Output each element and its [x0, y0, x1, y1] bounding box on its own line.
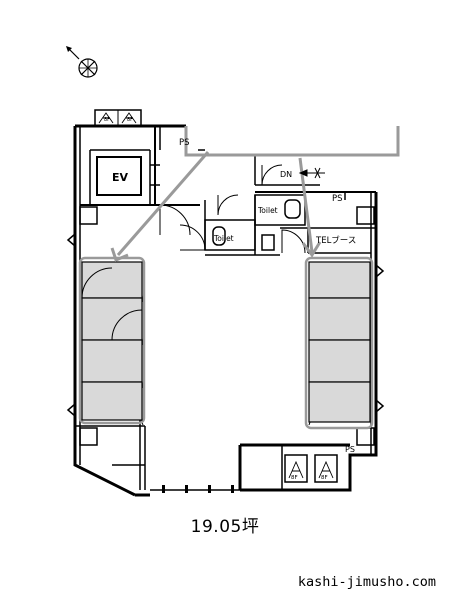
compass-icon: [66, 46, 98, 78]
tel-booth-label: TELブース: [315, 235, 356, 246]
desk-group-left: [78, 256, 146, 425]
stair-icon: [288, 460, 334, 479]
outer-walls: [73, 124, 378, 497]
inner-walls: [66, 126, 385, 490]
stair-label: 8F: [321, 475, 328, 481]
website-label: kashi-jimusho.com: [297, 574, 436, 590]
entrance-marks: [162, 485, 234, 493]
desk-group-right: [304, 256, 374, 430]
dn-label: DN: [280, 170, 292, 179]
stair-label: 8F: [104, 117, 110, 123]
floor-area-label: 19.05坪: [190, 517, 260, 537]
ps-label: PS: [345, 445, 355, 454]
toilet-label: Toilet: [257, 206, 278, 215]
stair-top: 8F 8F: [94, 109, 142, 127]
ps-label: PS: [332, 194, 343, 204]
dn-arrow-icon: [298, 167, 325, 179]
ps-label: PS: [179, 138, 190, 148]
elevator-label: EV: [112, 171, 129, 184]
stair-label: 8F: [291, 475, 298, 481]
toilet-label: Toilet: [213, 234, 234, 243]
stair-label: 8F: [127, 117, 133, 123]
